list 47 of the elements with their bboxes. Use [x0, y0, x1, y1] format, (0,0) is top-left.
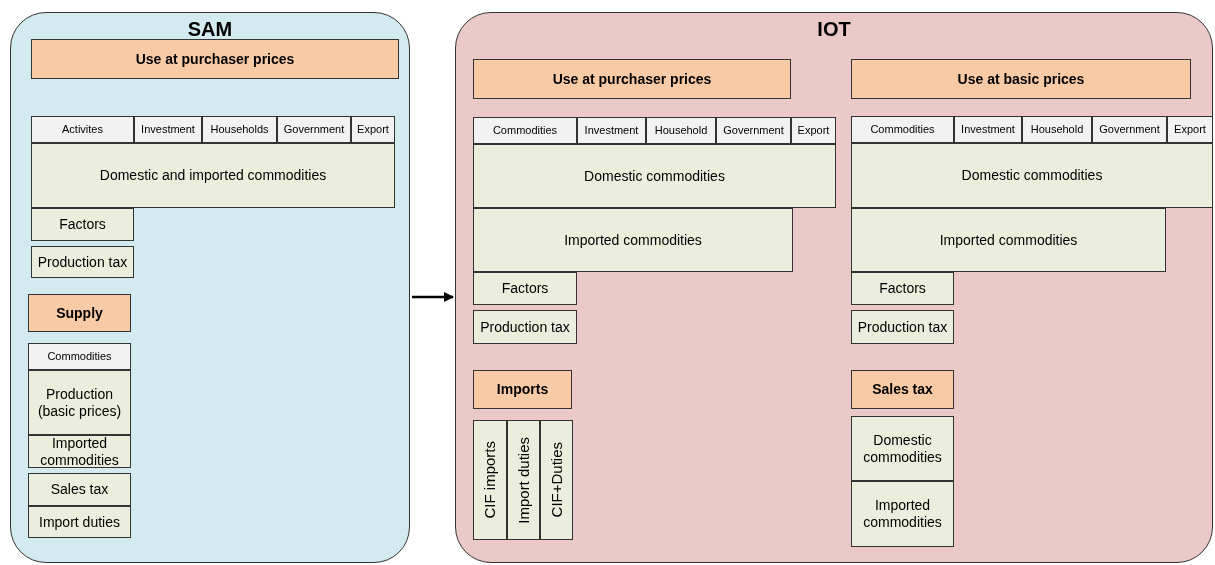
section-header: Use at basic prices: [851, 59, 1191, 99]
table-cell: Domestic commodities: [851, 416, 954, 481]
table-cell: Import duties: [507, 420, 540, 540]
column-header: Export: [351, 116, 395, 143]
column-header: Export: [1167, 116, 1213, 143]
table-cell: Imported commodities: [473, 208, 793, 272]
column-header: Investment: [577, 117, 646, 144]
table-cell: Domestic commodities: [473, 144, 836, 208]
column-header: Commodities: [28, 343, 131, 370]
column-header: Government: [716, 117, 791, 144]
table-cell: Imported commodities: [28, 435, 131, 468]
table-cell: Production tax: [851, 310, 954, 344]
column-header: Government: [277, 116, 351, 143]
column-header: Household: [646, 117, 716, 144]
section-header: Supply: [28, 294, 131, 332]
panel-title: IOT: [816, 17, 852, 41]
section-header: Imports: [473, 370, 572, 409]
column-header: Export: [791, 117, 836, 144]
section-header: Use at purchaser prices: [31, 39, 399, 79]
column-header: Commodities: [473, 117, 577, 144]
column-header: Household: [1022, 116, 1092, 143]
panel: [10, 12, 410, 563]
table-cell: Factors: [851, 272, 954, 305]
table-cell: Production (basic prices): [28, 370, 131, 435]
column-header: Investment: [134, 116, 202, 143]
column-header: Commodities: [851, 116, 954, 143]
table-cell: Domestic and imported commodities: [31, 143, 395, 208]
panel: [455, 12, 1213, 563]
table-cell: Domestic commodities: [851, 143, 1213, 208]
section-header: Sales tax: [851, 370, 954, 409]
table-cell: Imported commodities: [851, 208, 1166, 272]
arrow: [412, 292, 454, 302]
table-cell: CIF imports: [473, 420, 507, 540]
table-cell: Production tax: [473, 310, 577, 344]
column-header: Investment: [954, 116, 1022, 143]
table-cell: Import duties: [28, 506, 131, 538]
panel-title: SAM: [186, 17, 234, 41]
column-header: Activites: [31, 116, 134, 143]
table-cell: Factors: [473, 272, 577, 305]
section-header: Use at purchaser prices: [473, 59, 791, 99]
column-header: Government: [1092, 116, 1167, 143]
table-cell: CIF+Duties: [540, 420, 573, 540]
table-cell: Production tax: [31, 246, 134, 278]
table-cell: Sales tax: [28, 473, 131, 506]
column-header: Households: [202, 116, 277, 143]
table-cell: Imported commodities: [851, 481, 954, 547]
table-cell: Factors: [31, 208, 134, 241]
